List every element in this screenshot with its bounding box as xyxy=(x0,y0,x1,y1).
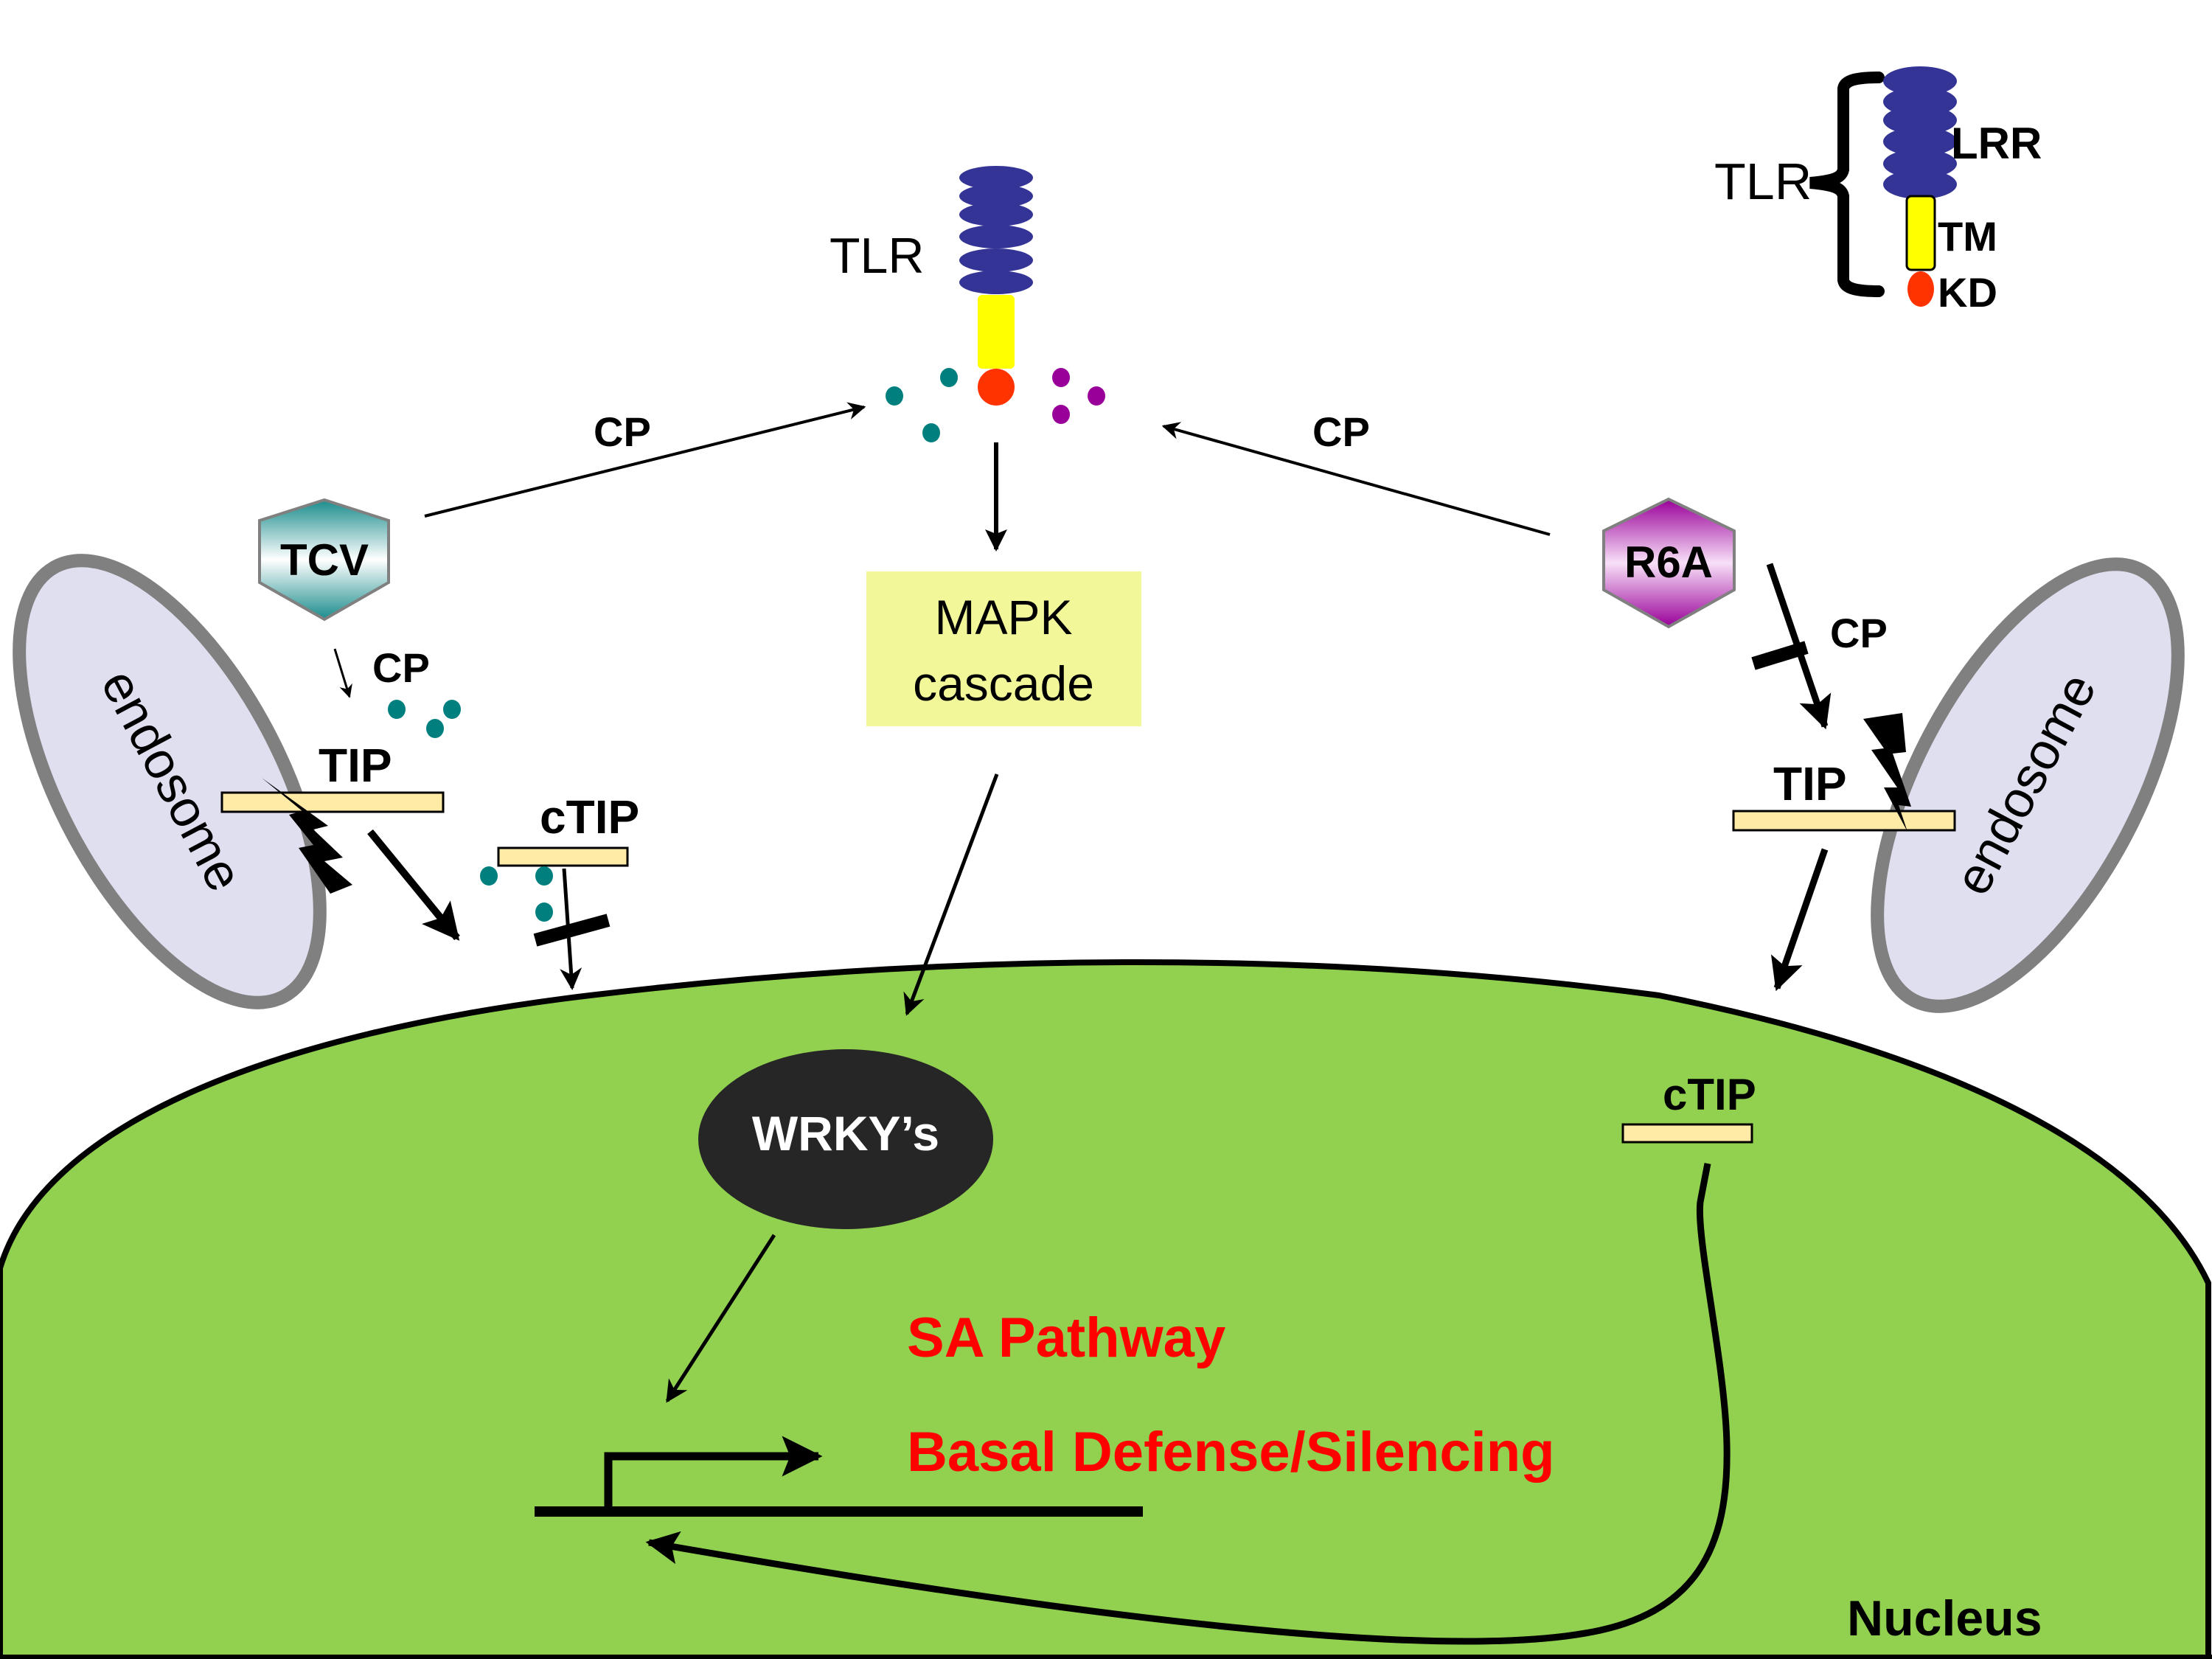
ctip-feedback-arrow xyxy=(645,1163,1731,1645)
receptor-kd-domain xyxy=(978,369,1015,406)
left-endosome: endosome xyxy=(13,554,327,1009)
mapk-cascade-box xyxy=(866,571,1141,726)
tcv-tip-label: TIP xyxy=(319,739,392,792)
sa-pathway-label: SA Pathway xyxy=(907,1307,1225,1369)
receptor-tlr: TLR xyxy=(830,166,1105,442)
r6a-cp-blocked-label: CP xyxy=(1830,610,1888,656)
wrky-to-promoter-arrow xyxy=(665,1234,776,1403)
wrky-label: WRKY’s xyxy=(752,1106,939,1161)
tcv-cp-local-label: CP xyxy=(372,644,430,691)
mapk-line2: cascade xyxy=(913,656,1094,711)
receptor-lrr-domain xyxy=(959,166,1033,294)
r6a-cp-to-receptor-arrow xyxy=(1161,422,1551,536)
tcv-cp-to-receptor-label: CP xyxy=(594,408,651,455)
r6a-virus-icon xyxy=(1602,497,1736,629)
r6a-label: R6A xyxy=(1624,538,1713,587)
legend: TLR LRR TM KD xyxy=(1714,66,2042,316)
legend-title: TLR xyxy=(1714,153,1812,210)
legend-tm-label: TM xyxy=(1938,213,1997,260)
nucleus-ctip-label: cTIP xyxy=(1663,1070,1756,1119)
legend-kd-label: KD xyxy=(1938,269,1997,316)
r6a-lightning-icon xyxy=(1863,713,1911,832)
tcv-ctip-label: cTIP xyxy=(540,790,639,844)
tcv-lightning-icon xyxy=(262,778,352,894)
legend-lrr-label: LRR xyxy=(1951,119,2042,168)
r6a-tip-to-nucleus-arrow xyxy=(1770,848,1829,992)
basal-defense-label: Basal Defense/Silencing xyxy=(907,1421,1555,1484)
gene-dna-line xyxy=(535,1506,1143,1517)
transcription-start-arrow xyxy=(604,1436,823,1508)
tcv-label: TCV xyxy=(280,535,369,585)
r6a-tip-bar xyxy=(1732,810,1956,832)
tcv-cp-local-particles xyxy=(388,700,461,738)
tcv-virus-icon xyxy=(258,498,390,622)
legend-tm-icon xyxy=(1905,195,1936,271)
mapk-line1: MAPK xyxy=(934,590,1072,644)
r6a-tip-label: TIP xyxy=(1773,757,1847,810)
nucleus-label: Nucleus xyxy=(1847,1590,2042,1646)
mapk-to-nucleus-arrow xyxy=(903,773,999,1016)
wrky-transcription-factor xyxy=(698,1049,993,1229)
legend-brace xyxy=(1809,72,1885,297)
right-endosome: endosome xyxy=(1871,557,2185,1013)
tcv-cp-particles xyxy=(886,368,958,442)
receptor-tm-domain xyxy=(978,295,1015,369)
r6a-cp-particles xyxy=(1052,368,1105,424)
tcv-cp-release-arrow xyxy=(333,648,352,698)
tcv-ctip-bar xyxy=(497,846,629,867)
legend-lrr-icon xyxy=(1883,66,1957,199)
nucleus-ctip-bar xyxy=(1621,1123,1753,1144)
legend-kd-icon xyxy=(1907,271,1934,307)
tcv-ctip-cp-particles xyxy=(480,866,553,922)
r6a-cp-block-mark xyxy=(1751,641,1809,670)
tcv-ctip-block-mark xyxy=(533,914,611,947)
tcv-cp-to-receptor-arrow xyxy=(424,402,866,518)
tcv-tip-bar xyxy=(220,791,445,813)
tcv-tip-to-nucleus-arrow xyxy=(367,829,460,941)
r6a-cp-to-receptor-label: CP xyxy=(1312,408,1370,455)
receptor-label: TLR xyxy=(830,228,924,284)
